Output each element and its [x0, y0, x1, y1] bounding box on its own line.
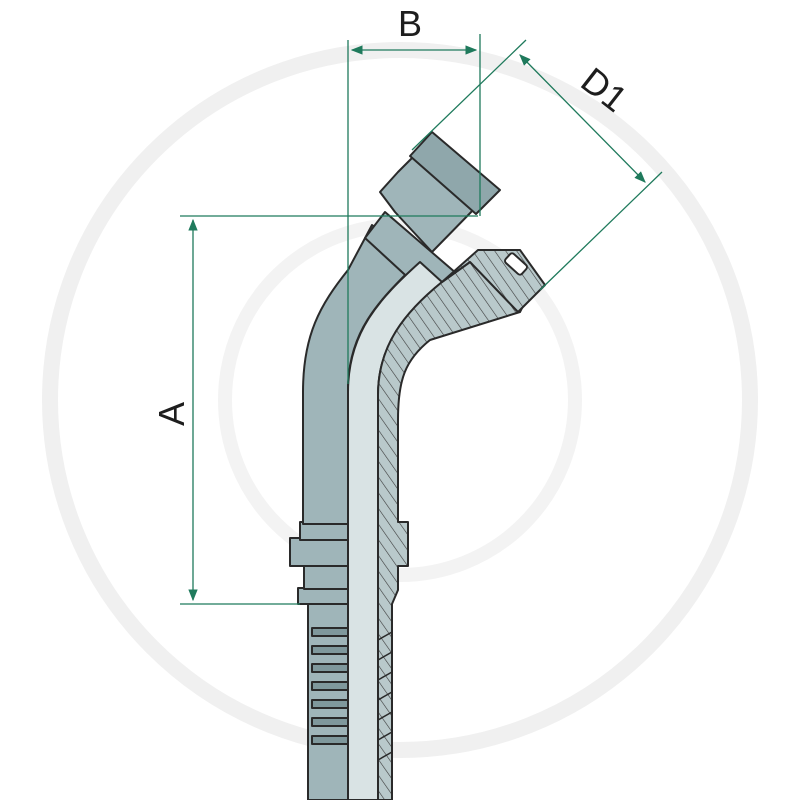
dimension-b	[347, 34, 481, 384]
hex-collar	[289, 521, 349, 590]
dimension-a-label: A	[151, 402, 192, 426]
dimension-a	[180, 215, 478, 605]
hose-tail	[297, 587, 349, 800]
section-wall	[377, 261, 531, 800]
dimension-b-label: B	[398, 3, 422, 44]
watermark-logo	[42, 42, 758, 758]
dimension-d1	[411, 39, 663, 291]
fitting-section	[347, 249, 546, 800]
dimension-lines	[180, 34, 663, 605]
